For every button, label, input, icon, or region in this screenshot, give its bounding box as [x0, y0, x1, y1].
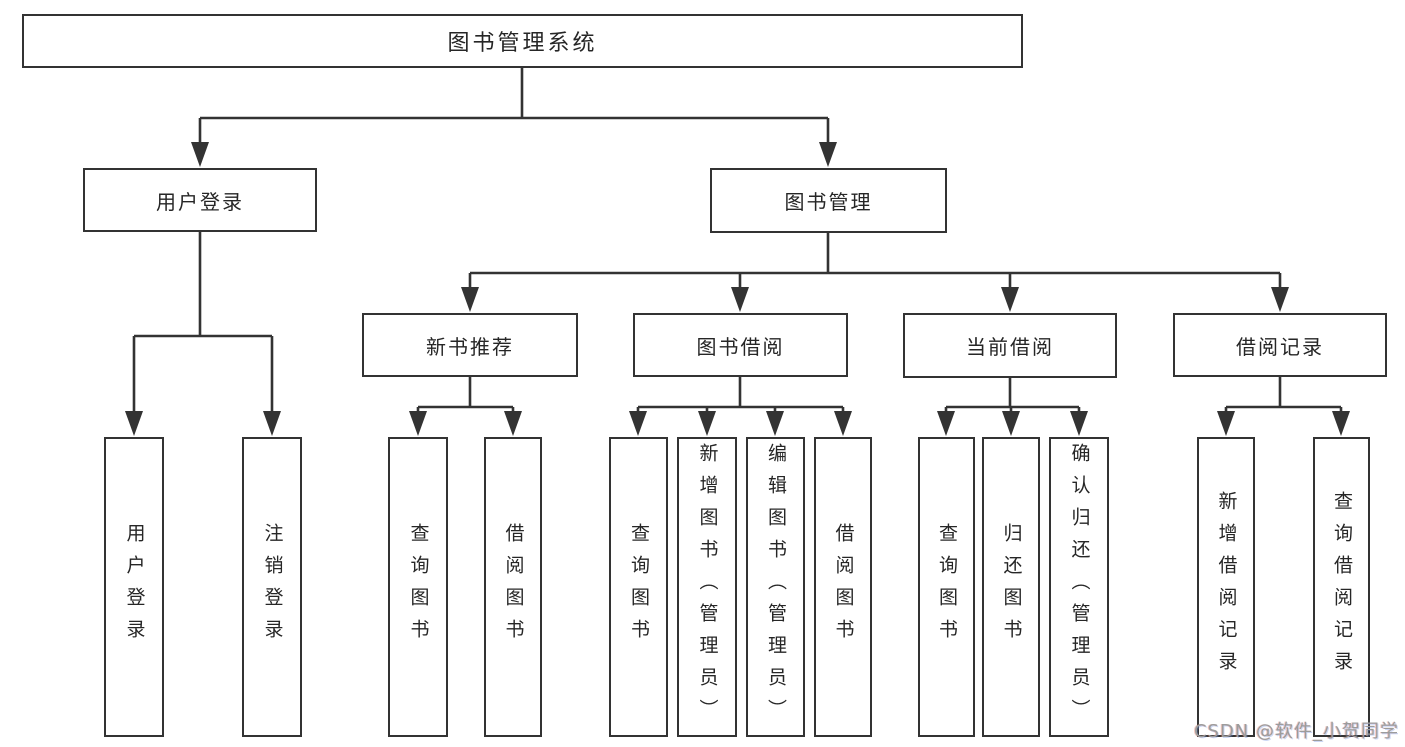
- node-root: 图书管理系统: [22, 14, 1023, 68]
- leaf-query-books-borrow-label: 查询图书: [628, 523, 650, 651]
- csdn-watermark: CSDN @软件_小贺同学: [1193, 721, 1399, 742]
- leaf-query-books-borrow: 查询图书: [609, 437, 668, 737]
- leaf-query-borrow-record: 查询借阅记录: [1313, 437, 1370, 737]
- leaf-add-borrow-record: 新增借阅记录: [1197, 437, 1255, 737]
- leaf-logout: 注销登录: [242, 437, 302, 737]
- node-book-borrowing-label: 图书借阅: [696, 334, 785, 359]
- leaf-add-books-admin-label: 新增图书（管理员）: [696, 443, 719, 731]
- connector-userlogin-to-leaves: [132, 232, 274, 413]
- leaf-user-login: 用户登录: [104, 437, 164, 737]
- leaf-confirm-return-admin: 确认归还（管理员）: [1049, 437, 1109, 737]
- leaf-return-books-label: 归还图书: [1000, 523, 1023, 651]
- leaf-confirm-return-admin-label: 确认归还（管理员）: [1068, 443, 1091, 731]
- leaf-edit-books-admin-label: 编辑图书（管理员）: [765, 443, 787, 731]
- leaf-logout-label: 注销登录: [261, 523, 284, 651]
- connector-newbook-to-leaves: [416, 377, 515, 413]
- node-user-login: 用户登录: [83, 168, 317, 232]
- node-book-borrowing: 图书借阅: [633, 313, 848, 377]
- node-new-book-recommendation-label: 新书推荐: [426, 334, 514, 359]
- connector-current-to-leaves: [944, 377, 1081, 413]
- connector-records-to-leaves: [1224, 377, 1343, 413]
- leaf-user-login-label: 用户登录: [123, 523, 146, 651]
- leaf-query-books-current-label: 查询图书: [936, 523, 958, 651]
- leaf-edit-books-admin: 编辑图书（管理员）: [746, 437, 805, 737]
- leaf-add-books-admin: 新增图书（管理员）: [677, 437, 737, 737]
- leaf-borrow-books-recommend: 借阅图书: [484, 437, 542, 737]
- leaf-query-books-current: 查询图书: [918, 437, 975, 737]
- node-book-management: 图书管理: [710, 168, 947, 233]
- connector-borrowing-to-leaves: [636, 377, 845, 413]
- leaf-borrow-books-recommend-label: 借阅图书: [502, 523, 525, 651]
- node-root-label: 图书管理系统: [447, 31, 598, 56]
- node-user-login-label: 用户登录: [156, 189, 244, 214]
- leaf-add-borrow-record-label: 新增借阅记录: [1215, 491, 1238, 683]
- node-book-management-label: 图书管理: [784, 190, 873, 214]
- node-current-borrowing-label: 当前借阅: [966, 335, 1054, 359]
- node-new-book-recommendation: 新书推荐: [362, 313, 578, 377]
- node-current-borrowing: 当前借阅: [903, 313, 1117, 378]
- leaf-query-borrow-record-label: 查询借阅记录: [1331, 491, 1353, 683]
- leaf-borrow-books: 借阅图书: [814, 437, 872, 737]
- connector-root-to-level2: [198, 68, 830, 144]
- leaf-query-books-recommend: 查询图书: [388, 437, 448, 737]
- leaf-return-books: 归还图书: [982, 437, 1040, 737]
- leaf-borrow-books-label: 借阅图书: [832, 523, 855, 651]
- leaf-query-books-recommend-label: 查询图书: [407, 523, 430, 651]
- node-borrowing-records-label: 借阅记录: [1236, 334, 1324, 359]
- node-borrowing-records: 借阅记录: [1173, 313, 1387, 377]
- connector-bookmgmt-to-level3: [468, 233, 1282, 288]
